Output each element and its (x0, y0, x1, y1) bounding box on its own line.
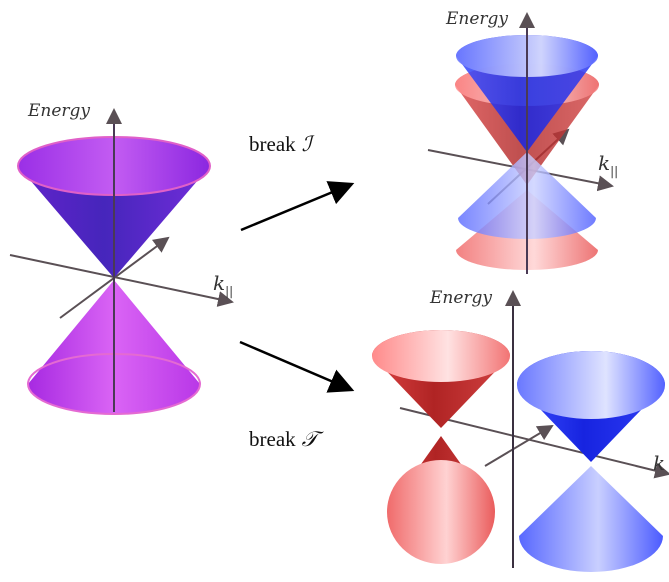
tr-k-label: k (653, 451, 665, 475)
left-energy-label: Energy (27, 101, 90, 121)
tr-blue-upper-rim (517, 351, 665, 419)
tr-blue-lower-cone (519, 466, 663, 572)
inv-energy-label: Energy (445, 9, 508, 29)
left-k-axis (9, 254, 234, 307)
tr-depth-axis (484, 424, 554, 467)
left-cone-group: Energy k|| (9, 101, 234, 415)
left-k-label: k|| (213, 271, 233, 298)
inversion-broken-group: Energy k|| (427, 9, 618, 274)
inv-k-label: k|| (598, 151, 618, 178)
arrow-to-inversion (240, 181, 355, 232)
time-reversal-broken-group: Energy k (372, 288, 669, 572)
arrow-to-time-reversal (239, 340, 355, 393)
tr-energy-label: Energy (429, 288, 492, 308)
tr-red-lower-rim (387, 460, 495, 564)
tr-red-upper-rim (372, 330, 510, 382)
